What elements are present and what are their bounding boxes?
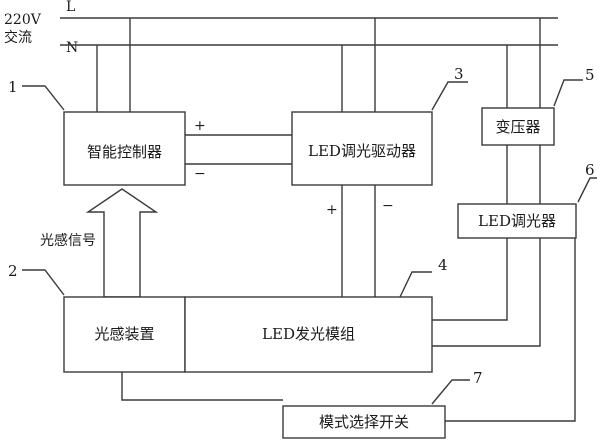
ref-number-1: 1 [8,78,18,96]
minus-sign-ctrl: − [194,166,206,182]
ac-label: 交流 [4,29,32,46]
ref-number-6: 6 [585,161,595,179]
ref-number-5: 5 [585,66,595,84]
sensor-label: 光感装置 [94,325,154,343]
transformer-label: 变压器 [495,118,540,136]
minus-sign-driver: − [382,198,394,214]
line-l-label: L [66,0,75,15]
leader-7 [431,379,470,405]
module-block [184,296,433,373]
controller-block [63,111,186,186]
leader-4 [399,271,432,298]
transformer-block [481,107,555,146]
plus-sign-ctrl: + [194,118,206,134]
leader-1 [22,85,65,111]
light-signal-arrow [85,188,159,298]
ref-number-7: 7 [473,369,483,387]
light-signal-label: 光感信号 [40,232,96,249]
dimmer-module-wire-a [432,238,508,321]
leader-6 [577,177,597,203]
line-n-label: N [66,40,78,56]
driver-label: LED调光驱动器 [308,142,416,160]
dimmer-module-wire-b [432,238,541,347]
leader-5 [553,79,583,107]
leader-2 [22,269,65,296]
ref-number-4: 4 [438,256,448,274]
sensor-switch-wire [121,372,283,401]
leader-3 [431,81,468,111]
dimmer-block [457,203,577,239]
ref-number-3: 3 [454,65,464,83]
driver-block [291,111,433,186]
dimmer-switch-wire [445,222,576,422]
controller-label: 智能控制器 [87,143,162,161]
dimmer-label: LED调光器 [478,212,556,230]
ref-number-2: 2 [8,262,18,280]
switch-block [282,405,446,439]
switch-label: 模式选择开关 [319,413,409,431]
voltage-label: 220V [4,12,42,28]
module-label: LED发光模组 [262,325,355,343]
plus-sign-driver: + [326,202,338,218]
